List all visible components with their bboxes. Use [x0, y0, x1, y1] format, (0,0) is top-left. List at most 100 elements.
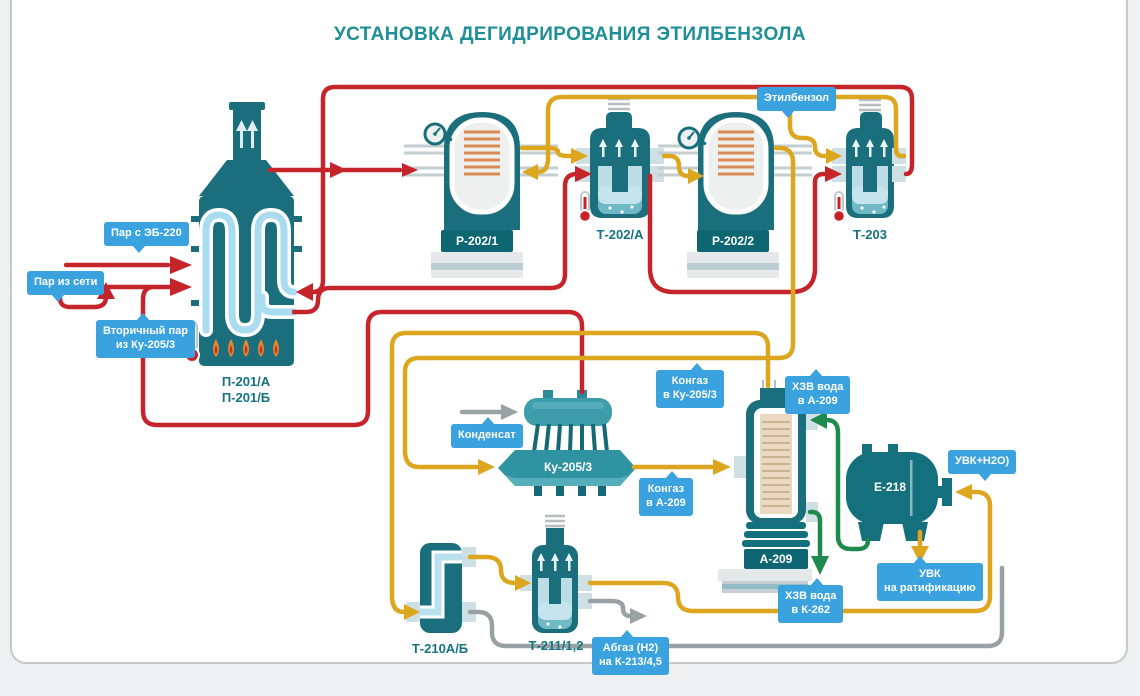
callout-text: Конгаз	[647, 483, 685, 495]
callout-text: УВК	[919, 568, 941, 580]
line-par-eb220	[63, 256, 192, 274]
catalyst-tubes	[464, 130, 500, 176]
callout-kongaz-ku: Конгаз в Ку-205/3	[656, 363, 724, 408]
callout-text: в А-209	[797, 394, 838, 407]
packing-lines	[762, 421, 790, 507]
line-vtorichny-par	[101, 278, 585, 428]
callout-text: Конденсат	[458, 429, 516, 441]
callout-text: на К-213/4,5	[599, 655, 662, 668]
exchanger-t210ab	[406, 543, 476, 633]
callout-pointer	[481, 417, 495, 425]
furnace-coil	[199, 207, 301, 338]
callout-abgaz: Абгаз (Н2) на К-213/4,5	[592, 630, 669, 675]
callout-text: из Ку-205/3	[115, 338, 176, 351]
furnace-label: П-201/А П-201/Б	[182, 374, 310, 405]
ku2053-label: Ку-205/3	[543, 460, 593, 474]
t211-label: Т-211/1,2	[528, 638, 584, 653]
water-lines	[807, 411, 871, 575]
callout-par-s-eb220: Пар с ЭБ-220	[104, 222, 189, 253]
callout-hzv-a209: ХЗВ вода в А-209	[785, 369, 851, 414]
reactor-r202-1	[404, 112, 558, 278]
callout-text: ХЗВ вода	[785, 590, 837, 602]
boiler-tubes	[532, 423, 609, 453]
callout-text: УВК+Н2О)	[955, 455, 1010, 467]
line-etilbenzol-feed	[787, 111, 842, 164]
callout-pointer	[51, 293, 65, 302]
up-arrows-icon	[599, 139, 639, 157]
steam-lines	[57, 84, 915, 428]
gas-lines	[459, 404, 1005, 649]
chimney-up-arrows-icon	[236, 120, 258, 148]
callout-pointer	[690, 363, 704, 371]
vent-dashes-icon	[859, 98, 881, 112]
line-a209-to-t210	[389, 330, 771, 620]
line-t203-to-r2021	[522, 94, 907, 180]
line-t203-to-furnace	[296, 84, 915, 301]
e218-label: Е-218	[873, 480, 907, 494]
t202a-label: Т-202/А	[596, 227, 644, 242]
callout-pointer	[620, 630, 634, 638]
line-t211-to-e218	[587, 484, 993, 614]
reactor2-plate: Р-202/2	[697, 230, 769, 252]
callout-uvk-ratif: УВК на ратификацию	[877, 556, 983, 601]
callout-pointer	[913, 556, 927, 564]
callout-par-iz-seti: Пар из сети	[27, 271, 105, 302]
line-ku2053-to-a209	[631, 459, 731, 475]
callout-text: в Ку-205/3	[663, 388, 717, 401]
thermometer-icon	[578, 191, 592, 223]
process-lines	[389, 94, 993, 620]
page-title: УСТАНОВКА ДЕГИДРИРОВАНИЯ ЭТИЛБЕНЗОЛА	[333, 24, 807, 45]
up-arrows-icon	[537, 553, 573, 571]
line-r2022-to-ku2053	[402, 145, 796, 475]
catalyst-tubes	[718, 130, 754, 176]
line-kondensat	[459, 404, 518, 420]
callout-text: на ратификацию	[884, 581, 976, 594]
line-furnace-to-t202a	[291, 166, 592, 315]
line-e218-to-a209-water	[810, 411, 871, 552]
callout-hzv-k262: ХЗВ вода в К-262	[778, 578, 844, 623]
line-t211-abgaz	[587, 598, 647, 624]
furnace-p201	[191, 102, 302, 366]
exchanger-t203	[832, 98, 906, 223]
callout-text: Конгаз	[671, 375, 709, 387]
callout-text: в А-209	[646, 496, 686, 509]
line-t210-to-t211	[467, 554, 531, 591]
vent-dashes-icon	[545, 514, 565, 528]
callout-pointer	[809, 369, 823, 377]
line-furnace-to-r2021	[267, 162, 418, 178]
callout-kondensat: Конденсат	[451, 417, 523, 448]
callout-pointer	[781, 109, 795, 118]
t210ab-label: Т-210А/Б	[411, 641, 469, 656]
vent-dashes-icon	[608, 97, 630, 111]
callout-text: Вторичный пар	[103, 325, 188, 337]
callout-text: в К-262	[791, 603, 830, 616]
callout-text: ХЗВ вода	[792, 381, 844, 393]
callout-pointer	[136, 313, 150, 321]
callout-vtorichny-par: Вторичный пар из Ку-205/3	[96, 313, 195, 358]
line-t210-abgaz	[467, 565, 1005, 649]
callout-uvk-h2o: УВК+Н2О)	[948, 450, 1017, 481]
line-par-iz-seti	[57, 282, 115, 310]
exchanger-t211	[520, 514, 592, 633]
boiler-ku2053	[498, 390, 636, 496]
callout-pointer	[665, 471, 679, 479]
callout-text: Пар с ЭБ-220	[111, 227, 182, 239]
furnace-label-line2: П-201/Б	[221, 389, 271, 405]
callout-kongaz-a209: Конгаз в А-209	[639, 471, 693, 516]
a209-plate: А-209	[744, 549, 808, 569]
callout-text: Абгаз (Н2)	[602, 642, 659, 654]
up-arrows-icon	[852, 139, 888, 157]
vessel-e218	[846, 444, 952, 541]
thermometer-icon	[832, 191, 846, 223]
reactor1-plate: Р-202/1	[441, 230, 513, 252]
line-e218-to-uvk	[911, 529, 929, 563]
t203-label: Т-203	[853, 227, 887, 242]
callout-text: Этилбензол	[764, 92, 830, 104]
callout-pointer	[810, 578, 824, 586]
flame-icons	[213, 339, 279, 357]
callout-etilbenzol: Этилбензол	[757, 87, 837, 118]
line-r2021-to-t202a	[519, 145, 588, 164]
exchanger-t202a	[576, 97, 664, 223]
